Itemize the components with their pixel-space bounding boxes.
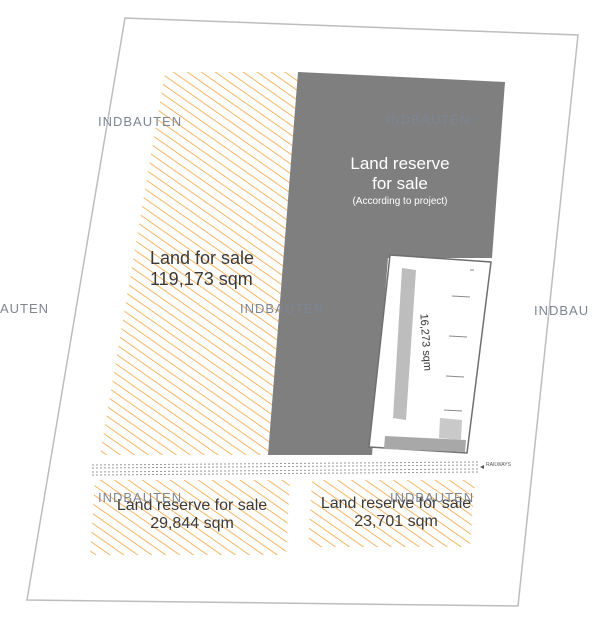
land-reserve-left-area-value: 29,844 sqm [150, 515, 234, 533]
land-reserve-right-label: Land reserve for sale 23,701 sqm [296, 495, 496, 532]
land-reserve-top-line1: Land reserve [350, 154, 450, 173]
watermark-logo: INDBAUTEN [386, 112, 471, 127]
land-for-sale-area-value: 119,173 sqm [150, 268, 253, 289]
land-reserve-top-label: Land reserve for sale (According to proj… [320, 154, 480, 208]
watermark-logo: INDBAUTEN [390, 490, 475, 505]
land-reserve-right-title: Land reserve for sale [320, 495, 472, 512]
railway [91, 461, 484, 476]
land-reserve-left-title: Land reserve for sale [116, 497, 268, 514]
building-plot [368, 254, 492, 454]
watermark-logo: INDBAU [534, 303, 590, 318]
land-reserve-top-line2: for sale [372, 173, 428, 193]
watermark-logo: INDBAUTEN [98, 490, 183, 505]
land-for-sale-label: Land for sale 119,173 sqm [150, 248, 280, 289]
land-reserve-left-label: Land reserve for sale 29,844 sqm [92, 497, 292, 534]
land-reserve-right-area [308, 480, 475, 547]
railway-label: RAILWAYS [486, 462, 511, 468]
land-reserve-top-area [268, 72, 505, 455]
land-for-sale-title: Land for sale [150, 248, 255, 268]
watermark-logo: AUTEN [0, 301, 50, 316]
land-for-sale-area [100, 72, 298, 455]
land-reserve-left-area [90, 480, 290, 555]
watermark-logo: INDBAUTEN [240, 301, 325, 316]
land-reserve-right-area-value: 23,701 sqm [354, 513, 438, 531]
watermark-logo: INDBAUTEN [98, 114, 183, 129]
land-reserve-top-note: (According to project) [352, 196, 448, 208]
